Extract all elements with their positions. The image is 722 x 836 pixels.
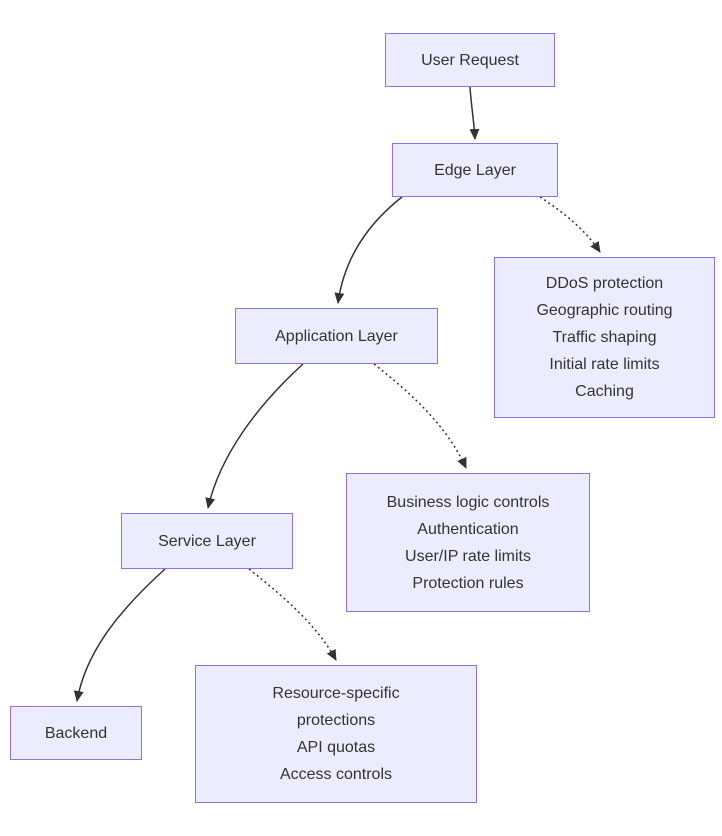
edge-features-line-2: Geographic routing xyxy=(536,302,673,319)
service-features-line-2: protections xyxy=(296,712,376,729)
node-service-features: Resource-specific protections API quotas… xyxy=(195,665,477,803)
service-features-line-3: API quotas xyxy=(296,739,376,756)
node-backend-label: Backend xyxy=(44,724,108,742)
node-service-layer-label: Service Layer xyxy=(158,532,256,550)
node-application-layer: Application Layer xyxy=(235,308,438,364)
edge-application-layer-to-app-features xyxy=(373,363,467,469)
node-edge-layer: Edge Layer xyxy=(392,143,558,197)
node-backend: Backend xyxy=(10,706,142,760)
node-edge-layer-label: Edge Layer xyxy=(434,161,516,179)
edge-edge-layer-to-application-layer xyxy=(334,196,403,304)
node-user-request: User Request xyxy=(385,33,555,87)
node-app-features: Business logic controls Authentication U… xyxy=(346,473,590,612)
service-features-line-1: Resource-specific xyxy=(272,685,400,702)
edge-features-line-1: DDoS protection xyxy=(545,275,664,292)
edge-service-layer-to-service-features xyxy=(248,568,337,661)
app-features-line-4: Protection rules xyxy=(412,574,524,592)
edge-application-layer-to-service-layer xyxy=(205,363,304,509)
edge-edge-layer-to-edge-features xyxy=(539,196,601,253)
node-user-request-label: User Request xyxy=(421,51,519,69)
app-features-line-3: User/IP rate limits xyxy=(405,547,531,565)
service-features-line-4: Access controls xyxy=(279,766,393,783)
edge-features-line-5: Caching xyxy=(575,383,634,400)
edge-service-layer-to-backend xyxy=(73,568,166,702)
edge-features-line-4: Initial rate limits xyxy=(549,356,660,373)
app-features-line-1: Business logic controls xyxy=(386,493,550,511)
node-application-layer-label: Application Layer xyxy=(275,327,398,345)
edge-user-request-to-edge-layer xyxy=(469,86,480,140)
node-service-layer: Service Layer xyxy=(121,513,293,569)
app-features-line-2: Authentication xyxy=(417,520,519,538)
node-edge-features: DDoS protection Geographic routing Traff… xyxy=(494,257,715,418)
edge-features-line-3: Traffic shaping xyxy=(552,329,657,346)
